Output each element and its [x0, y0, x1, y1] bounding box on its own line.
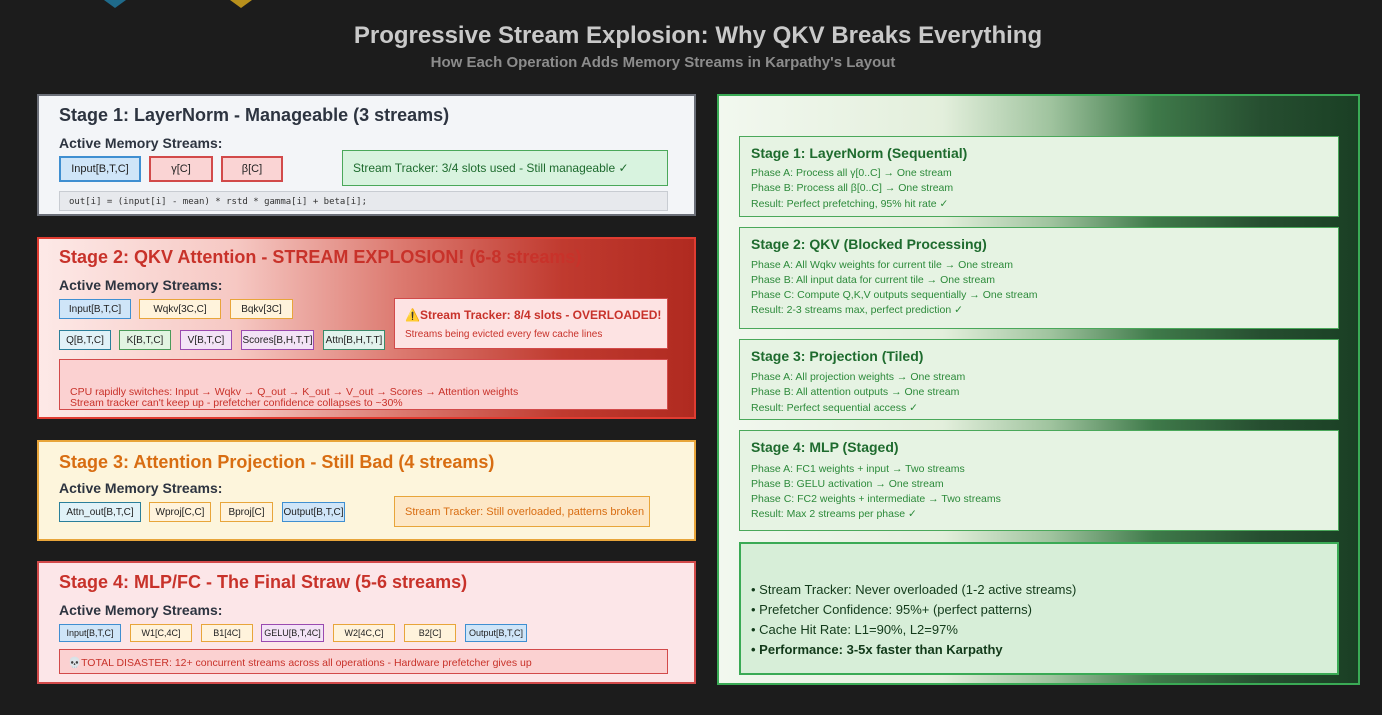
- right-stage2-line: Phase C: Compute Q,K,V outputs sequentia…: [751, 289, 1038, 301]
- page-title: Progressive Stream Explosion: Why QKV Br…: [353, 22, 1043, 49]
- right-stage1-result: Result: Perfect prefetching, 95% hit rat…: [751, 198, 949, 210]
- right-stage3-title: Stage 3: Projection (Tiled): [751, 348, 924, 364]
- stage3-panel: Stage 3: Attention Projection - Still Ba…: [37, 440, 696, 541]
- right-stage2-result: Result: 2-3 streams max, perfect predict…: [751, 304, 963, 316]
- stage2-chip-wqkv: Wqkv[3C,C]: [139, 299, 221, 319]
- stage2-note-line2: Stream tracker can't keep up - prefetche…: [70, 397, 403, 409]
- decor-triangle-blue: [104, 0, 126, 8]
- stage4-chip-w2: W2[4C,C]: [333, 624, 395, 642]
- stage1-panel: Stage 1: LayerNorm - Manageable (3 strea…: [37, 94, 696, 216]
- right-stage4-line: Phase C: FC2 weights + intermediate → Tw…: [751, 493, 1001, 505]
- right-stage2-line: Phase B: All input data for current tile…: [751, 274, 995, 286]
- stage1-title: Stage 1: LayerNorm - Manageable (3 strea…: [59, 105, 450, 125]
- stage4-chip-input: Input[B,T,C]: [59, 624, 121, 642]
- perf-line-cache-hit: • Cache Hit Rate: L1=90%, L2=97%: [751, 622, 958, 637]
- stage2-chip-k: K[B,T,C]: [119, 330, 171, 350]
- perf-line-prefetcher: • Prefetcher Confidence: 95%+ (perfect p…: [751, 602, 1032, 617]
- right-stage4-box: Stage 4: MLP (Staged) Phase A: FC1 weigh…: [739, 430, 1339, 531]
- stage3-active-label: Active Memory Streams:: [59, 480, 223, 496]
- right-stage1-line: Phase A: Process all γ[0..C] → One strea…: [751, 167, 952, 179]
- right-stage3-result: Result: Perfect sequential access ✓: [751, 402, 918, 414]
- right-stage1-line: Phase B: Process all β[0..C] → One strea…: [751, 182, 954, 194]
- stage2-chip-scores: Scores[B,H,T,T]: [241, 330, 314, 350]
- stage2-chip-attn: Attn[B,H,T,T]: [323, 330, 385, 350]
- stage2-stream-tracker: ⚠️Stream Tracker: 8/4 slots - OVERLOADED…: [394, 298, 668, 349]
- right-stage4-line: Phase B: GELU activation → One stream: [751, 478, 944, 490]
- right-stage1-box: Stage 1: LayerNorm (Sequential) Phase A:…: [739, 136, 1339, 217]
- stage3-stream-tracker: Stream Tracker: Still overloaded, patter…: [394, 496, 650, 527]
- optimized-approach-panel: Stage 1: LayerNorm (Sequential) Phase A:…: [717, 94, 1360, 685]
- right-stage2-title: Stage 2: QKV (Blocked Processing): [751, 236, 987, 252]
- stage2-tracker-subtext: Streams being evicted every few cache li…: [405, 329, 603, 340]
- stage4-chip-output: Output[B,T,C]: [465, 624, 527, 642]
- stage1-chip-input: Input[B,T,C]: [59, 156, 141, 182]
- stage4-disaster-banner: 💀TOTAL DISASTER: 12+ concurrent streams …: [59, 649, 668, 674]
- stage4-active-label: Active Memory Streams:: [59, 602, 223, 618]
- stage2-chip-bqkv: Bqkv[3C]: [230, 299, 293, 319]
- stage2-note-line1: CPU rapidly switches: Input → Wqkv → Q_o…: [70, 386, 519, 398]
- stage3-title: Stage 3: Attention Projection - Still Ba…: [59, 452, 495, 472]
- stage3-chip-bproj: Bproj[C]: [220, 502, 273, 522]
- stage2-note-box: CPU rapidly switches: Input → Wqkv → Q_o…: [59, 359, 668, 410]
- page-subtitle: How Each Operation Adds Memory Streams i…: [430, 54, 896, 71]
- stage1-chip-gamma: γ[C]: [149, 156, 213, 182]
- stage3-chip-wproj: Wproj[C,C]: [149, 502, 211, 522]
- right-stage4-line: Phase A: FC1 weights + input → Two strea…: [751, 463, 965, 475]
- right-stage1-title: Stage 1: LayerNorm (Sequential): [751, 145, 968, 161]
- perf-line-performance: • Performance: 3-5x faster than Karpathy: [751, 642, 1003, 657]
- stage2-panel: Stage 2: QKV Attention - STREAM EXPLOSIO…: [37, 237, 696, 419]
- right-stage3-line: Phase A: All projection weights → One st…: [751, 371, 966, 383]
- right-stage4-title: Stage 4: MLP (Staged): [751, 439, 899, 455]
- decor-triangle-gold: [230, 0, 252, 8]
- stage2-chip-v: V[B,T,C]: [180, 330, 232, 350]
- right-stage4-result: Result: Max 2 streams per phase ✓: [751, 508, 917, 520]
- stage1-active-label: Active Memory Streams:: [59, 135, 223, 151]
- stage4-panel: Stage 4: MLP/FC - The Final Straw (5-6 s…: [37, 561, 696, 684]
- right-stage2-line: Phase A: All Wqkv weights for current ti…: [751, 259, 1014, 271]
- right-performance-box: • Stream Tracker: Never overloaded (1-2 …: [739, 542, 1339, 675]
- stage4-chip-b1: B1[4C]: [201, 624, 253, 642]
- stage4-chip-b2: B2[C]: [404, 624, 456, 642]
- stage4-chip-gelu: GELU[B,T,4C]: [261, 624, 324, 642]
- stage1-code-snippet: out[i] = (input[i] - mean) * rstd * gamm…: [59, 191, 668, 211]
- stage3-chip-attn-out: Attn_out[B,T,C]: [59, 502, 141, 522]
- stage1-stream-tracker: Stream Tracker: 3/4 slots used - Still m…: [342, 150, 668, 186]
- stage2-title: Stage 2: QKV Attention - STREAM EXPLOSIO…: [59, 247, 582, 267]
- right-stage3-box: Stage 3: Projection (Tiled) Phase A: All…: [739, 339, 1339, 420]
- stage4-title: Stage 4: MLP/FC - The Final Straw (5-6 s…: [59, 572, 468, 592]
- stage4-chip-w1: W1[C,4C]: [130, 624, 192, 642]
- stage2-tracker-title: ⚠️Stream Tracker: 8/4 slots - OVERLOADED…: [405, 308, 662, 322]
- stage3-chip-output: Output[B,T,C]: [282, 502, 345, 522]
- stage2-active-label: Active Memory Streams:: [59, 277, 223, 293]
- right-stage2-box: Stage 2: QKV (Blocked Processing) Phase …: [739, 227, 1339, 329]
- perf-line-stream-tracker: • Stream Tracker: Never overloaded (1-2 …: [751, 582, 1077, 597]
- stage2-chip-input: Input[B,T,C]: [59, 299, 131, 319]
- stage2-chip-q: Q[B,T,C]: [59, 330, 111, 350]
- stage1-chip-beta: β[C]: [221, 156, 283, 182]
- right-stage3-line: Phase B: All attention outputs → One str…: [751, 386, 960, 398]
